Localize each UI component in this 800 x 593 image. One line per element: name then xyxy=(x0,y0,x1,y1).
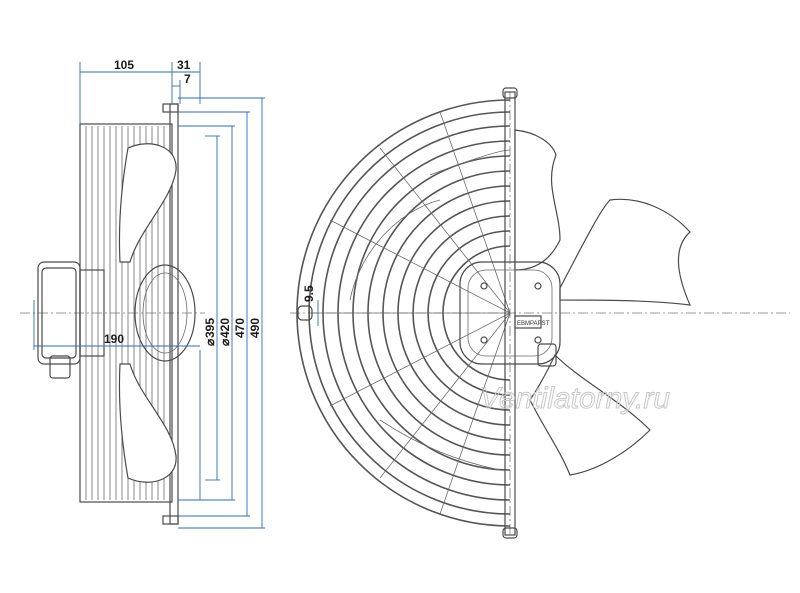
dim-490: 490 xyxy=(248,318,262,338)
dim-31: 31 xyxy=(177,58,191,72)
watermark: Ventilatorny.ru xyxy=(480,382,670,415)
mounting-lug-left xyxy=(297,305,313,321)
motor-hub-inner xyxy=(467,269,553,357)
side-dimensions xyxy=(33,62,265,529)
terminal-box-inner xyxy=(41,267,77,359)
dim-190: 190 xyxy=(104,332,124,346)
label-plate xyxy=(514,315,542,329)
dia-symbol-420: ⌀ xyxy=(218,338,232,346)
blade-front-shadow-bottom xyxy=(379,419,501,471)
label-plate-text: EBMPAPST xyxy=(517,321,550,327)
blade-side-bottom xyxy=(118,363,177,483)
blade-front-top xyxy=(514,129,561,271)
blade-front-right xyxy=(559,198,691,306)
blade-front-shadow-left xyxy=(349,199,441,301)
front-view: 9.5 EBMPAPST xyxy=(290,87,790,539)
hub-screw-4 xyxy=(534,336,542,344)
blade-front-shadow-top xyxy=(429,149,511,176)
rotor-hub-inner xyxy=(142,272,188,354)
motor-hub-plate xyxy=(459,261,561,365)
dim-7: 7 xyxy=(184,72,191,86)
mounting-lug-top xyxy=(502,87,518,99)
blade-side-top xyxy=(118,143,177,263)
motor-body xyxy=(79,269,105,357)
rotor-hub xyxy=(134,264,196,362)
dim-105: 105 xyxy=(114,58,134,72)
dim-395: 395 xyxy=(203,318,217,338)
hub-screw-3 xyxy=(480,336,488,344)
cable-gland xyxy=(49,355,71,379)
dim-420: 420 xyxy=(218,318,232,338)
hub-screw-2 xyxy=(534,282,542,290)
front-flange-strip xyxy=(504,91,516,536)
dim-470: 470 xyxy=(233,318,247,338)
hub-screw-1 xyxy=(480,282,488,290)
flange-foot-bottom xyxy=(162,515,179,525)
flange-foot-top xyxy=(162,103,179,113)
mounting-lug-bottom xyxy=(502,527,518,539)
dia-symbol-395: ⌀ xyxy=(203,338,217,346)
front-cable-gland xyxy=(537,343,557,367)
blade-front-bottom xyxy=(529,353,651,476)
guard-spokes xyxy=(310,111,511,515)
dim-9-5: 9.5 xyxy=(302,285,316,302)
side-view: 105 31 7 190 395 420 470 490 ⌀ ⌀ xyxy=(20,58,265,529)
